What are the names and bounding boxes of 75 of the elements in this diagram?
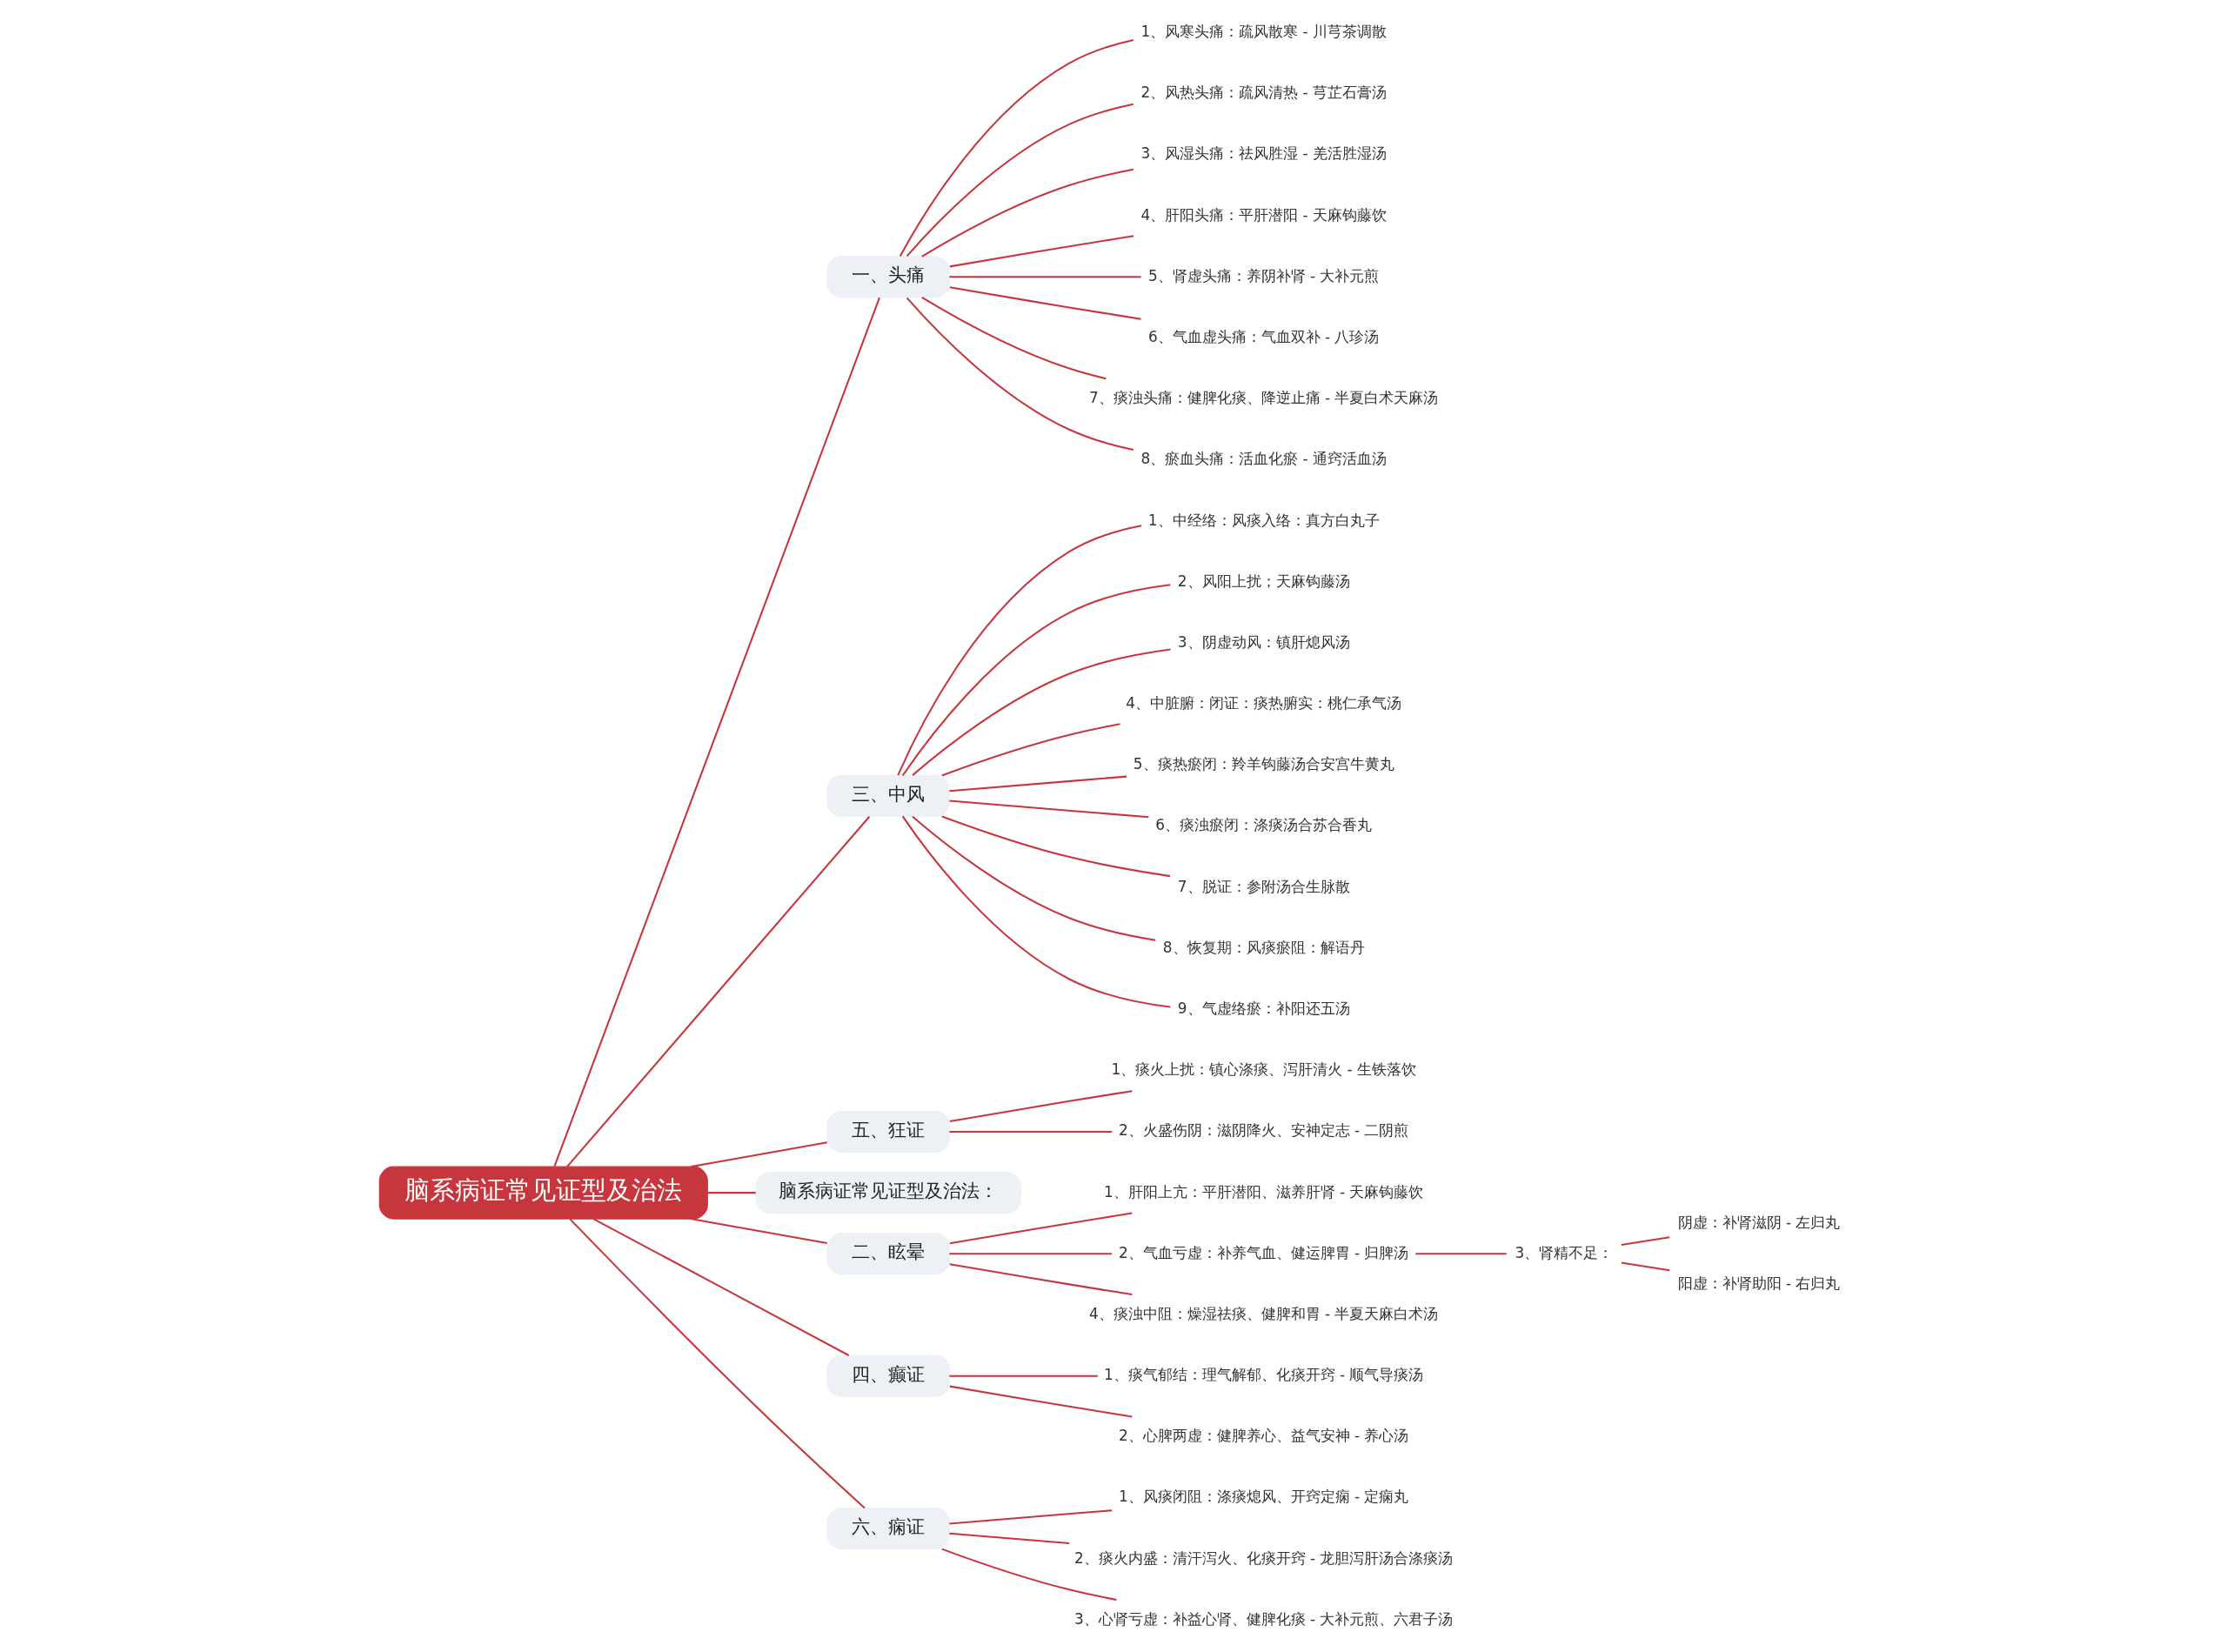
node-box: 五、狂证 [826, 1110, 950, 1153]
node-text: 9、气虚络瘀：补阳还五汤 [1177, 999, 1350, 1017]
node-text: 5、痰热瘀闭：羚羊钩藤汤合安宫牛黄丸 [1133, 754, 1394, 772]
connector [592, 1217, 849, 1356]
connector [940, 814, 1170, 877]
node-text: 3、心肾亏虚：补益心肾、健脾化痰 - 大补元煎、六君子汤 [1073, 1609, 1453, 1628]
node-text: 2、火盛伤阴：滋阴降火、安神定志 - 二阴煎 [1118, 1120, 1408, 1139]
connector [948, 799, 1148, 818]
connector [949, 1089, 1132, 1122]
connector [1621, 1235, 1669, 1246]
connector [911, 648, 1171, 776]
connector [948, 1508, 1112, 1525]
node-text: 1、中经络：风痰入络：真方白丸子 [1147, 510, 1380, 528]
node-text: 2、风阳上扰；天麻钩藤汤 [1177, 572, 1350, 590]
connector [901, 815, 1170, 1008]
node-text: 阳虚：补肾助阳 - 右归丸 [1677, 1274, 1840, 1292]
connector [707, 1191, 756, 1194]
node-text: 2、痰火内盛：清汗泻火、化痰开窍 - 龙胆泻肝汤合涤痰汤 [1073, 1548, 1453, 1567]
node-text: 2、心脾两虚：健脾养心、益气安神 - 养心汤 [1118, 1426, 1408, 1444]
node-text: 8、恢复期：风痰瘀阻：解语丹 [1162, 938, 1365, 956]
connector [949, 234, 1134, 267]
connector [920, 168, 1134, 257]
connector [896, 524, 1141, 776]
node-text: 8、瘀血头痛：活血化瘀 - 通窍活血汤 [1140, 449, 1387, 467]
connector [911, 815, 1155, 941]
connector [906, 297, 1134, 451]
connector [949, 1212, 1132, 1244]
connector [1414, 1252, 1507, 1254]
node-text: 2、风热头痛：疏风清热 - 芎芷石膏汤 [1140, 83, 1387, 101]
node-text: 1、痰气郁结：理气解郁、化痰开窍 - 顺气导痰汤 [1103, 1365, 1423, 1383]
node-text: 3、肾精不足： [1514, 1243, 1613, 1261]
connector [949, 1385, 1132, 1417]
connector [920, 296, 1107, 379]
connector [899, 38, 1134, 257]
node-text: 4、痰浊中阻：燥湿祛痰、健脾和胃 - 半夏天麻白术汤 [1088, 1304, 1438, 1322]
node-text: 5、肾虚头痛：养阴补肾 - 大补元煎 [1147, 266, 1379, 284]
connector [690, 1217, 827, 1244]
connector [901, 583, 1170, 776]
connector [940, 722, 1120, 776]
node-box: 脑系病证常见证型及治法 [378, 1166, 708, 1220]
node-text: 6、气血虚头痛：气血双补 - 八珍汤 [1147, 327, 1379, 345]
connector [948, 1252, 1112, 1254]
node-text: 阴虚：补肾滋阴 - 左归丸 [1677, 1213, 1840, 1231]
node-text: 3、阴虚动风：镇肝熄风汤 [1177, 632, 1350, 651]
node-text: 1、风痰闭阻：涤痰熄风、开窍定痫 - 定痫丸 [1118, 1487, 1408, 1505]
connector [949, 1262, 1132, 1295]
node-text: 1、肝阳上亢：平肝潜阳、滋养肝肾 - 天麻钩藤饮 [1103, 1182, 1423, 1201]
node-text: 2、气血亏虚：补养气血、健运脾胃 - 归脾汤 [1118, 1243, 1408, 1261]
node-box: 六、痫证 [826, 1507, 950, 1549]
connector [569, 1218, 866, 1508]
node-text: 1、痰火上扰：镇心涤痰、泻肝清火 - 生铁落饮 [1110, 1060, 1416, 1078]
connector [940, 1548, 1117, 1601]
connector [948, 275, 1141, 278]
node-box: 脑系病证常见证型及治法： [755, 1171, 1021, 1214]
node-box: 三、中风 [826, 774, 950, 817]
connector [948, 775, 1127, 792]
node-box: 一、头痛 [826, 255, 950, 298]
node-box: 四、癫证 [826, 1354, 950, 1397]
node-text: 7、脱证：参附汤合生脉散 [1177, 877, 1350, 895]
node-text: 1、风寒头痛：疏风散寒 - 川芎茶调散 [1140, 22, 1387, 40]
node-text: 6、痰浊瘀闭：涤痰汤合苏合香丸 [1154, 815, 1372, 833]
connector [690, 1140, 827, 1167]
connector [565, 815, 870, 1167]
node-text: 3、风湿头痛：祛风胜湿 - 羌活胜湿汤 [1140, 144, 1387, 162]
connector [948, 1374, 1098, 1377]
connector [949, 285, 1141, 320]
node-box: 二、眩晕 [826, 1232, 950, 1274]
node-text: 4、肝阳头痛：平肝潜阳 - 天麻钩藤饮 [1140, 205, 1387, 224]
connector [552, 297, 880, 1167]
connector [948, 1130, 1112, 1133]
node-text: 4、中脏腑：闭证：痰热腑实：桃仁承气汤 [1125, 693, 1401, 712]
connector [1621, 1261, 1669, 1271]
connector [948, 1532, 1069, 1544]
node-text: 7、痰浊头痛：健脾化痰、降逆止痛 - 半夏白术天麻汤 [1088, 388, 1438, 406]
connector [906, 103, 1134, 257]
